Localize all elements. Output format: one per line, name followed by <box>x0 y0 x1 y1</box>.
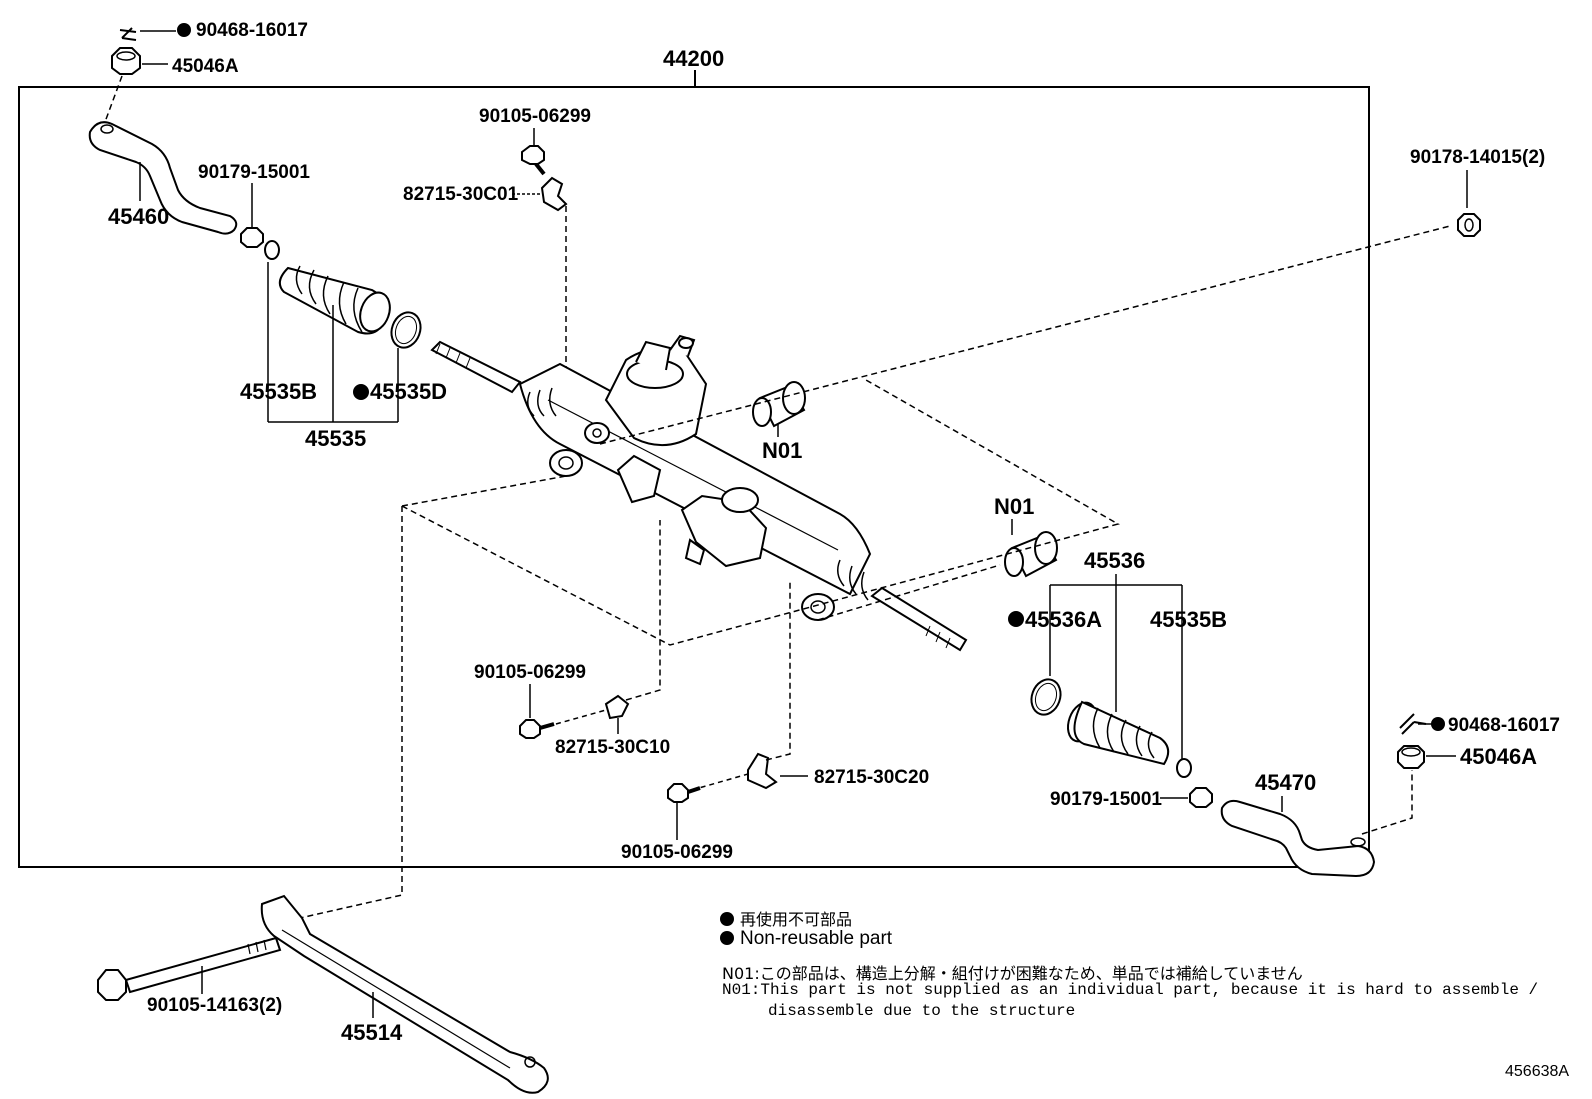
bolt-top[interactable] <box>521 145 546 176</box>
label-90105-14163: 90105-14163(2) <box>147 995 282 1016</box>
bolt-low[interactable] <box>667 783 701 803</box>
label-45536A: 45536A <box>1025 607 1102 632</box>
label-45046A-left: 45046A <box>172 56 239 77</box>
clip-right[interactable] <box>1176 758 1192 778</box>
long-bolt-bottom[interactable] <box>97 936 282 1001</box>
lock-nut-right[interactable] <box>1189 787 1213 808</box>
legend-en-text: Non-reusable part <box>740 928 893 949</box>
label-45535D: 45535D <box>370 379 447 404</box>
label-45535: 45535 <box>305 426 366 451</box>
label-82715-30C20: 82715-30C20 <box>814 767 929 788</box>
bracket-low[interactable] <box>747 752 778 790</box>
label-N01-lower: N01 <box>994 494 1034 519</box>
steering-boot-right[interactable] <box>1063 699 1170 766</box>
label-45046A-right: 45046A <box>1460 744 1537 769</box>
label-82715-30C01: 82715-30C01 <box>403 184 519 205</box>
label-44200: 44200 <box>663 46 724 71</box>
brace-45514[interactable] <box>260 894 549 1094</box>
legend-jp-text: 再使用不可部品 <box>740 912 853 929</box>
steering-boot-left[interactable] <box>278 265 395 336</box>
label-90105-06299-low: 90105-06299 <box>621 842 733 863</box>
bolt-mid[interactable] <box>519 719 555 739</box>
label-45535B-left: 45535B <box>240 379 317 404</box>
label-45470: 45470 <box>1255 770 1316 795</box>
label-90105-06299-mid: 90105-06299 <box>474 662 586 683</box>
note-n01-jp: N01:この部品は、構造上分解・組付けが困難なため、単品では補給していません <box>722 964 1303 983</box>
clip-left[interactable] <box>264 240 280 260</box>
note-n01-en-line1: N01:This part is not supplied as an indi… <box>722 981 1539 999</box>
label-90105-06299-top: 90105-06299 <box>479 106 591 127</box>
bushing-n01-upper[interactable] <box>752 381 806 428</box>
label-90468-16017-left: 90468-16017 <box>196 20 308 41</box>
bullet-icon <box>720 931 734 945</box>
label-45536: 45536 <box>1084 548 1145 573</box>
note-n01-en-line2: disassemble due to the structure <box>768 1002 1076 1020</box>
bushing-n01-lower[interactable] <box>1004 531 1058 578</box>
label-82715-30C10: 82715-30C10 <box>555 737 670 758</box>
mount-nut-right[interactable] <box>1457 213 1481 237</box>
label-90468-16017-right: 90468-16017 <box>1448 715 1560 736</box>
clamp-left[interactable] <box>387 308 426 351</box>
legend-jp: 再使用不可部品 <box>720 906 852 930</box>
bullet-icon <box>720 912 734 926</box>
label-90178-14015: 90178-14015(2) <box>1410 147 1545 168</box>
document-id: 456638A <box>1505 1063 1570 1080</box>
castle-nut-left[interactable] <box>111 47 141 75</box>
label-45535B-right: 45535B <box>1150 607 1227 632</box>
label-90179-15001-right: 90179-15001 <box>1050 789 1162 810</box>
tie-rod-end-left[interactable] <box>88 121 238 235</box>
castle-nut-right[interactable] <box>1397 745 1425 769</box>
lock-nut-left[interactable] <box>240 227 264 248</box>
bracket-top[interactable] <box>540 176 568 212</box>
cotter-pin-left[interactable] <box>119 27 137 41</box>
label-90179-15001-left: 90179-15001 <box>198 162 310 183</box>
legend-en: Non-reusable part <box>720 928 892 950</box>
bracket-mid[interactable] <box>604 694 630 720</box>
label-45514: 45514 <box>341 1020 403 1045</box>
clamp-right[interactable] <box>1027 675 1066 718</box>
label-N01-upper: N01 <box>762 438 802 463</box>
label-45460: 45460 <box>108 204 169 229</box>
steering-gear-housing[interactable] <box>430 334 968 652</box>
tie-rod-end-right[interactable] <box>1220 799 1376 878</box>
